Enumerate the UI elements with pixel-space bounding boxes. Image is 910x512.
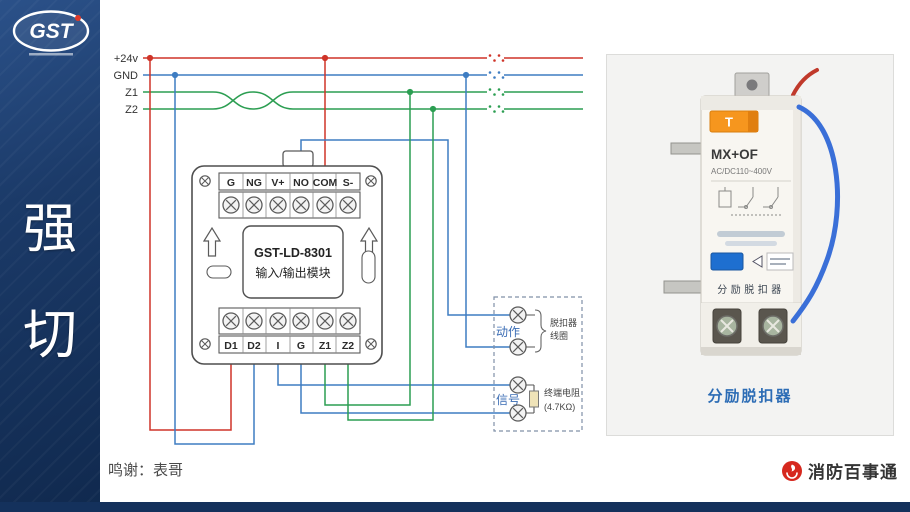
wire-i-to-signal [277,364,511,386]
terminal-resistor [529,390,539,408]
module-pill-left [206,265,232,279]
signal-terminal-2 [509,404,527,422]
gst-logo-ellipse [12,10,90,52]
bus-lines [143,57,583,110]
device-rating: AC/DC110~400V [711,167,773,176]
terminal-label-no: NO [293,177,309,189]
wire-no-to-coil [300,139,511,316]
gst-logo: GST [12,10,90,56]
action-terminal-2 [509,338,527,356]
gst-logo-dot [75,15,81,21]
terminal-label-ng: NG [246,177,262,189]
module-bottom-label-strip: D1 D2 I G Z1 Z2 [218,335,361,354]
signal-terminal-1 [509,376,527,394]
corner-screw-br [365,338,377,350]
coil-brace [534,309,547,353]
module-bottom-screw-strip [218,307,361,335]
io-module: G NG V+ NO COM S- GST-LD-8301 [191,150,383,365]
credit-text: 鸣谢：表哥 [108,462,184,479]
reset-slider [710,252,744,271]
module-pill-right [361,250,376,284]
corner-screw-bl [199,338,211,350]
module-top-label-strip: G NG V+ NO COM S- [218,172,361,191]
resistor-label-line1: 终端电阻 [544,387,580,398]
terminal-label-g-top: G [227,177,235,189]
terminal-label-d2: D2 [247,340,261,352]
test-button-label: T [725,115,733,130]
slider-arrow [752,255,763,268]
vertical-title-char-1: 强 [23,199,77,259]
bus-label-24v: +24v [114,53,139,65]
panel-caption: 分励脱扣器 [707,387,792,405]
terminal-screws [716,315,784,337]
gst-logo-tagline [29,53,73,56]
bus-labels: +24v GND Z1 Z2 [114,53,139,116]
brand-logo: 消防百事通 [781,458,898,483]
mounting-bolt [670,142,704,155]
device-photo-panel: T MX+OF AC/DC110~400V 分励脱扣器 [606,54,894,436]
coil-label-line1: 脱扣器 [550,317,577,328]
brand-text: 消防百事通 [808,463,898,482]
junction-dots [146,54,470,113]
device-model: MX+OF [711,147,758,162]
fine-print-line-2 [725,241,777,246]
terminal-label-z2: Z2 [342,340,354,352]
coil-label-line2: 线圈 [550,330,568,341]
din-clip [663,280,705,294]
connector-wires [149,58,511,445]
brand-icon [782,460,802,481]
bus-label-gnd: GND [114,70,139,82]
corner-screw-tr [365,175,377,187]
resistor-label-line2: (4.7KΩ) [544,402,575,412]
dashed-box [493,296,583,432]
field-terminal-box: 动作 脱扣器 线圈 信号 终端电阻 (4.7KΩ) [493,296,583,432]
wire-z2 [347,109,434,421]
wiring-diagram: +24v GND Z1 Z2 [114,53,583,445]
module-subtitle: 输入/输出模块 [255,265,330,280]
module-model: GST-LD-8301 [254,246,332,260]
vertical-title-char-2: 切 [23,305,77,365]
terminal-label-com: COM [313,177,338,189]
module-top-screw-strip [218,191,361,219]
gst-logo-text: GST [29,20,74,43]
printed-schematic [718,187,783,216]
fine-print-line-1 [717,231,785,237]
bus-line-z2 [143,91,583,110]
tab-hole [746,79,758,91]
terminal-label-g-bottom: G [297,340,305,352]
wire-gnd-to-d2 [174,75,255,445]
sidebar: GST 强 切 [0,0,100,512]
device-print-label: 分励脱扣器 [717,283,785,296]
wire-24v-to-d1 [149,58,232,431]
corner-screw-tl [199,175,211,187]
bus-line-z1 [143,91,583,110]
up-arrow-left [202,226,222,257]
wire-z1 [324,92,411,406]
action-terminal-1 [509,306,527,324]
bottom-bar [0,502,910,512]
terminal-label-d1: D1 [224,340,238,352]
signal-label: 信号 [496,393,520,407]
bus-label-z2: Z2 [125,104,138,116]
terminal-label-vplus: V+ [271,177,284,189]
wire-g-to-signal [300,364,511,414]
shunt-trip-device: T MX+OF AC/DC110~400V 分励脱扣器 [663,68,841,405]
action-label: 动作 [496,325,520,339]
up-arrow-right [359,226,379,257]
terminal-label-z1: Z1 [319,340,331,352]
bus-break-marks [488,54,505,113]
wire-gnd-to-coil [465,75,511,348]
terminal-label-sminus: S- [343,177,354,189]
red-wire [791,68,819,97]
module-top-tab [282,150,314,168]
module-nameplate [242,225,344,299]
bus-label-z1: Z1 [125,87,138,99]
terminal-label-i: I [277,340,280,352]
blue-wire [790,104,841,324]
